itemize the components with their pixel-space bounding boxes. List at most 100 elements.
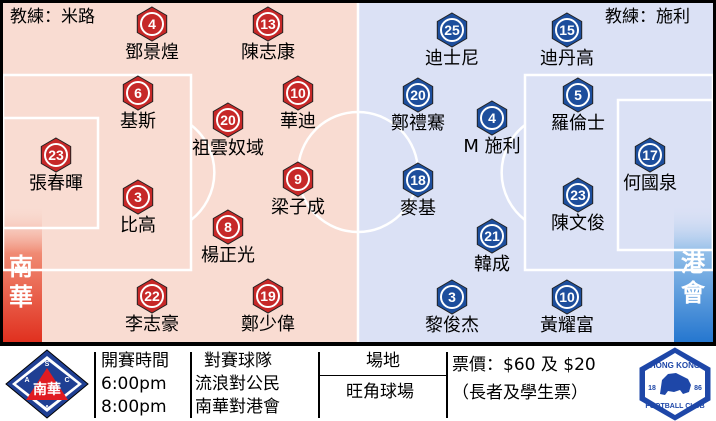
left-player-chip: 4 — [92, 6, 212, 42]
left-penalty-arc — [190, 124, 216, 221]
matchup-2: 南華對港會 — [195, 397, 280, 417]
left-player-name: 比高 — [120, 215, 156, 236]
right-player-chip: 21 — [432, 218, 552, 254]
left-player-chip: 23 — [0, 137, 116, 173]
left-player: 22 李志豪 — [92, 278, 212, 335]
right-player-number: 25 — [444, 22, 460, 38]
left-player-name: 楊正光 — [201, 245, 255, 266]
left-player: 23 張春暉 — [0, 137, 116, 194]
right-player-chip: 25 — [392, 12, 512, 48]
right-player-number: 20 — [410, 87, 426, 103]
right-player: 10 黃耀富 — [507, 279, 627, 336]
left-coach: 教練：米路 — [10, 7, 95, 27]
right-player-number: 15 — [559, 22, 575, 38]
right-player-name: 麥基 — [400, 198, 436, 219]
logo-year-right: 86 — [694, 385, 702, 392]
left-player-chip: 22 — [92, 278, 212, 314]
left-player: 4 鄧景煌 — [92, 6, 212, 63]
right-player-chip: 4 — [432, 100, 552, 136]
right-player-chip: 3 — [392, 279, 512, 315]
divider-4 — [446, 352, 448, 418]
right-player-chip: 18 — [358, 162, 478, 198]
left-player-name: 鄭少偉 — [241, 314, 295, 335]
matchup-header: 對賽球隊 — [204, 351, 272, 371]
left-player-chip: 10 — [238, 75, 358, 111]
right-player-chip: 10 — [507, 279, 627, 315]
right-player-name: 黃耀富 — [540, 315, 594, 336]
right-player-chip: 23 — [518, 177, 638, 213]
right-player-name: 鄭禮騫 — [391, 113, 445, 134]
left-player-name: 陳志康 — [241, 42, 295, 63]
left-player-chip: 3 — [78, 179, 198, 215]
left-player-number: 22 — [144, 288, 160, 304]
right-player: 17 何國泉 — [590, 137, 710, 194]
left-player: 19 鄭少偉 — [208, 278, 328, 335]
right-player-number: 4 — [488, 110, 496, 126]
right-player: 23 陳文俊 — [518, 177, 638, 234]
logo-letter-a2: A — [44, 405, 49, 412]
left-player-number: 6 — [134, 85, 142, 101]
left-player-number: 3 — [134, 189, 142, 205]
right-player-name: 陳文俊 — [551, 213, 605, 234]
left-player-number: 23 — [48, 147, 64, 163]
south-china-logo: 南華 S C A A — [5, 349, 89, 419]
right-player-chip: 20 — [358, 77, 478, 113]
venue-name: 旺角球場 — [346, 382, 414, 402]
left-player-name: 華迪 — [280, 111, 316, 132]
left-player-number: 8 — [224, 219, 232, 235]
left-player-chip: 9 — [238, 161, 358, 197]
left-player: 6 基斯 — [78, 75, 198, 132]
right-player-name: 迪士尼 — [425, 48, 479, 69]
left-player: 8 楊正光 — [168, 209, 288, 266]
logo-top-text: HONG KONG — [650, 361, 700, 370]
divider-1 — [94, 352, 96, 418]
right-player-name: 何國泉 — [623, 173, 677, 194]
left-player-name: 李志豪 — [125, 314, 179, 335]
right-player-name: M 施利 — [463, 136, 521, 157]
venue-rule — [320, 375, 446, 376]
right-coach: 教練：施利 — [605, 7, 690, 27]
divider-3 — [318, 352, 320, 418]
left-player-name: 張春暉 — [29, 173, 83, 194]
logo-letter-a1: A — [24, 377, 29, 384]
right-player-number: 23 — [570, 187, 586, 203]
left-team-label: 南華 — [9, 253, 33, 311]
right-player-name: 迪丹高 — [540, 48, 594, 69]
kickoff-header: 開賽時間 — [101, 351, 169, 371]
logo-letter-s: S — [45, 361, 50, 368]
ticket-price: 票價：$60 及 $20 — [452, 355, 596, 375]
kickoff-time-1: 6:00pm — [101, 374, 167, 394]
kickoff-time-2: 8:00pm — [101, 397, 167, 417]
matchup-1: 流浪對公民 — [195, 374, 280, 394]
left-player-number: 19 — [260, 288, 276, 304]
venue-header: 場地 — [366, 351, 400, 371]
right-player-name: 韓成 — [474, 254, 510, 275]
left-player-chip: 20 — [168, 102, 288, 138]
left-player-chip: 8 — [168, 209, 288, 245]
logo-letter-c: C — [64, 377, 69, 384]
left-player-name: 鄧景煌 — [125, 42, 179, 63]
left-player-number: 4 — [148, 16, 156, 32]
right-player-name: 羅倫士 — [551, 113, 605, 134]
left-player-chip: 19 — [208, 278, 328, 314]
right-player-number: 10 — [559, 289, 575, 305]
left-player-chip: 13 — [208, 6, 328, 42]
right-player-chip: 17 — [590, 137, 710, 173]
logo-bottom-text: FOOTBALL CLUB — [645, 403, 704, 410]
right-team-label: 港會 — [681, 249, 705, 307]
right-player: 25 迪士尼 — [392, 12, 512, 69]
right-penalty-arc — [500, 124, 526, 221]
right-player: 18 麥基 — [358, 162, 478, 219]
kitchee-club-logo: HONG KONG FOOTBALL CLUB 18 86 — [639, 347, 711, 421]
right-player-number: 17 — [642, 147, 658, 163]
left-player-name: 基斯 — [120, 111, 156, 132]
right-player: 20 鄭禮騫 — [358, 77, 478, 134]
right-player-number: 18 — [410, 172, 426, 188]
right-player-name: 黎俊杰 — [425, 315, 479, 336]
lion-icon — [660, 373, 691, 395]
